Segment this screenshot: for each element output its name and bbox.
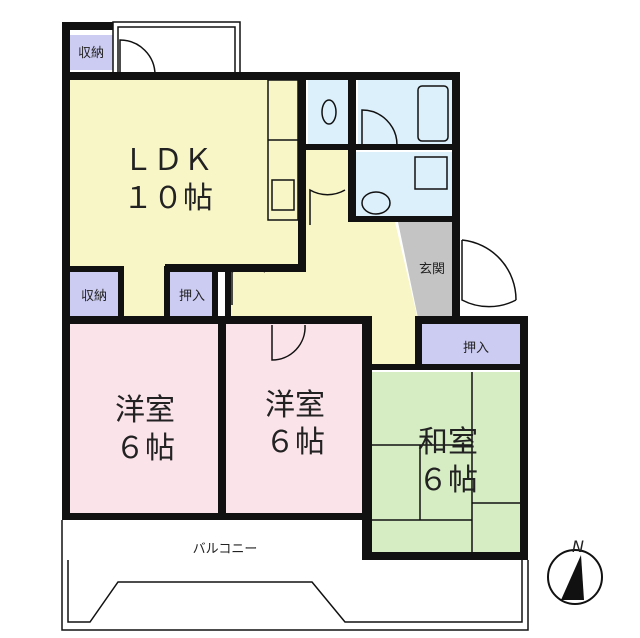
ldk-label: ＬＤＫ	[123, 143, 213, 178]
balcony-railing	[61, 520, 529, 631]
japanese-label: 和室	[418, 425, 478, 460]
ldk-nook	[120, 270, 168, 322]
storage-left-label: 収納	[81, 289, 107, 304]
storage-left	[70, 272, 118, 316]
storage-top	[70, 35, 113, 70]
western1-label: 洋室	[115, 393, 175, 428]
toilet	[308, 80, 350, 145]
entrance-label: 玄関	[419, 262, 445, 277]
upper-closet-inner	[117, 26, 236, 76]
japanese-size: ６帖	[418, 463, 478, 498]
bathroom	[358, 80, 452, 148]
western1-size: ６帖	[115, 431, 175, 466]
washer-icon	[414, 156, 448, 190]
bathtub-icon	[417, 85, 449, 142]
compass-icon	[547, 549, 603, 605]
japanese-room	[372, 372, 520, 552]
western-room-2	[226, 324, 362, 516]
balcony-label: バルコニー	[193, 542, 258, 557]
toilet-icon	[321, 99, 337, 125]
ldk-size: １０帖	[123, 181, 213, 216]
sink-icon	[361, 191, 391, 215]
hallway-floor	[225, 145, 418, 368]
western2-size: ６帖	[265, 425, 325, 460]
storage-top-label: 収納	[78, 46, 104, 61]
closet-mid	[170, 272, 215, 316]
ldk-floor	[70, 80, 300, 270]
walls	[62, 22, 528, 560]
closet-mid-label: 押入	[179, 289, 205, 304]
entrance-floor	[398, 222, 452, 318]
western2-label: 洋室	[265, 388, 325, 423]
western-room-1	[70, 324, 218, 516]
upper-closet-outline	[112, 21, 241, 79]
closet-right-label: 押入	[463, 341, 489, 356]
tatami-lines	[372, 372, 520, 552]
closet-right	[422, 324, 520, 366]
compass-north-label: N	[572, 537, 584, 556]
washroom	[356, 152, 452, 216]
